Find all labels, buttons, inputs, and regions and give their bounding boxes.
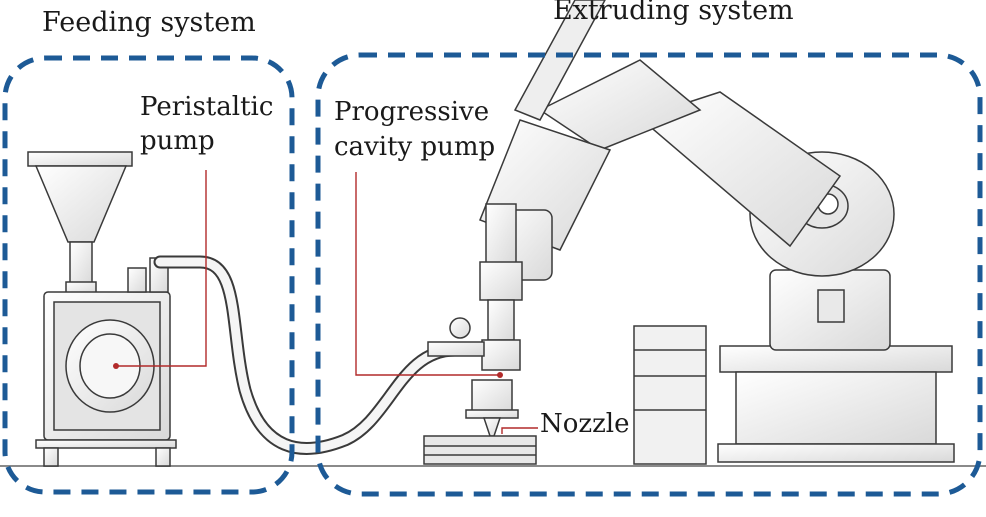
peristaltic-pump-leader: [116, 170, 207, 367]
peristaltic-pump-icon: [35, 257, 177, 467]
nozzle-leader: [501, 427, 538, 434]
hose-icon: [153, 255, 462, 455]
pedestal-block-icon: [633, 325, 707, 465]
nozzle-icon: [465, 379, 519, 437]
leader-lines: [113, 170, 538, 434]
feeding-system-title: Feeding system: [42, 7, 256, 38]
extruding-system-boundary: [315, 52, 983, 497]
progressive-cavity-pump-label-line2: cavity pump: [334, 132, 496, 162]
feeding-system-boundary: [2, 55, 295, 495]
robot-arm-icon: [479, 0, 955, 463]
nozzle-label: Nozzle: [540, 409, 630, 439]
progressive-cavity-pump-label-line1: Progressive: [334, 97, 490, 127]
progressive-cavity-pump-icon: [427, 203, 523, 371]
extruding-system-title: Extruding system: [553, 0, 794, 26]
peristaltic-pump-label-line1: Peristaltic: [140, 92, 274, 122]
progressive-cavity-pump-leader: [355, 172, 500, 376]
hopper-icon: [27, 151, 133, 295]
peristaltic-pump-label-line2: pump: [140, 126, 215, 156]
print-bed-icon: [423, 435, 537, 465]
